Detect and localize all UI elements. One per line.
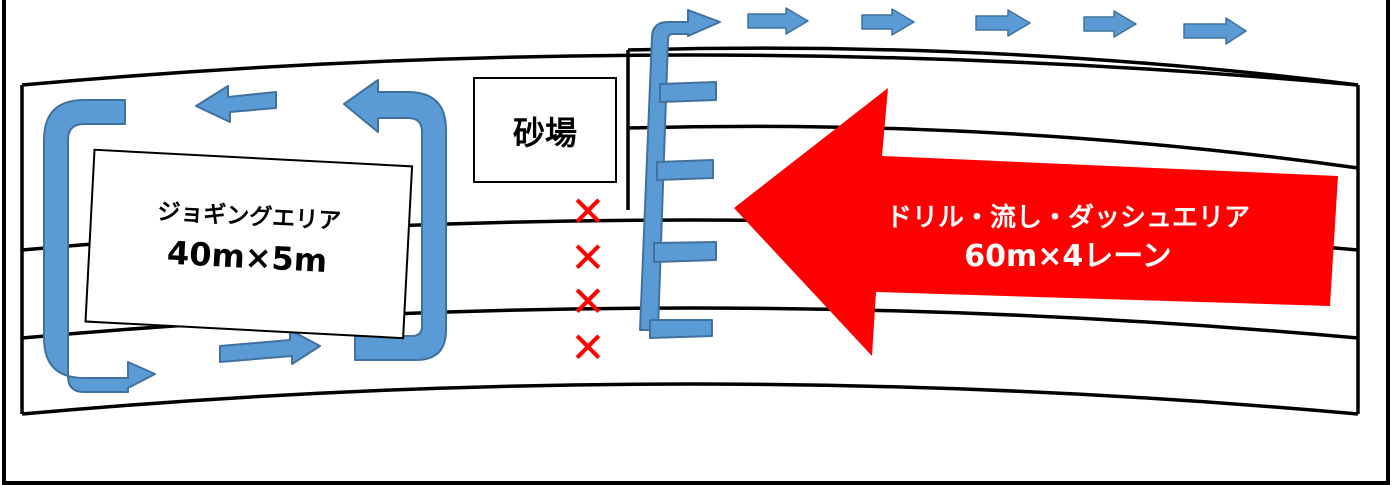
top-flow-arrow-5 [1183,17,1247,45]
no-entry-cross-2: ✕ [570,233,605,282]
track-edges [20,50,1360,414]
top-flow-arrow-2 [861,8,915,36]
jogging-area-box [84,148,414,340]
jogging-loop-arrows [43,79,447,393]
top-flow-arrow-1 [747,7,809,35]
no-entry-cross-1: ✕ [570,187,605,236]
top-flow-arrows [747,7,1247,45]
jogging-area-size: 40m×5m [166,234,328,280]
start-tooth-4 [649,319,713,339]
jogging-arrow-right-uturn [343,79,447,361]
start-tooth-2 [656,159,714,181]
no-entry-marks: ✕ ✕ ✕ ✕ [570,187,605,372]
sandpit-box [473,77,617,183]
jogging-arrow-left-uturn [43,99,156,393]
drill-area-size: 60m×4レーン [964,239,1172,274]
start-line-comb [639,9,721,339]
sandpit-label: 砂場 [513,114,577,152]
no-entry-cross-4: ✕ [570,323,605,372]
track-line-mid-right [627,124,1359,170]
track-line-1 [21,53,1359,87]
drill-area-arrow [734,88,1338,356]
top-flow-arrow-3 [975,9,1031,37]
no-entry-cross-3: ✕ [570,277,605,326]
jogging-arrow-bottom-right [219,329,321,365]
start-tooth-1 [659,81,717,103]
start-tooth-3 [653,241,717,263]
track-line-4 [21,382,1359,416]
drill-area-title: ドリル・流し・ダッシュエリア [886,202,1250,233]
top-flow-arrow-4 [1083,10,1137,38]
jogging-arrow-top-left [195,85,277,123]
track-line-top-right [627,46,1359,87]
jogging-area: ジョギングエリア 40m×5m [84,148,414,340]
